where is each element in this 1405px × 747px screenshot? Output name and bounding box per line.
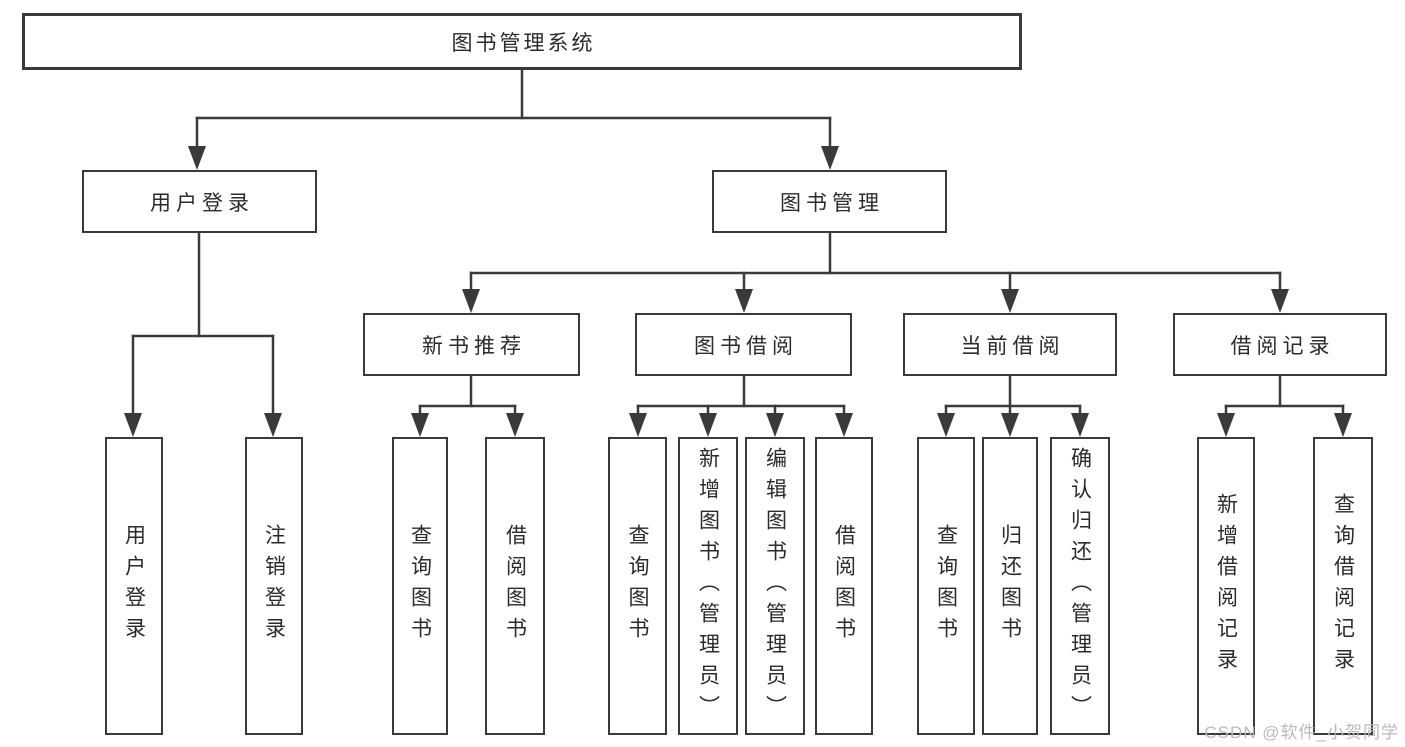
node-label: 注销登录 xyxy=(262,524,286,648)
node-label: 查询图书 xyxy=(408,524,432,648)
node-label: 借阅图书 xyxy=(832,524,856,648)
leaf-add-borrow-record: 新增借阅记录 xyxy=(1197,437,1255,735)
leaf-return-books: 归还图书 xyxy=(982,437,1038,735)
node-label: 确认归还（管理员） xyxy=(1068,446,1092,726)
node-label: 查询图书 xyxy=(626,524,649,648)
leaf-borrow-books-borrowing: 借阅图书 xyxy=(815,437,873,735)
node-label: 归还图书 xyxy=(998,524,1022,648)
leaf-logout: 注销登录 xyxy=(245,437,303,735)
node-label: 用户登录 xyxy=(150,191,254,215)
leaf-query-borrow-record: 查询借阅记录 xyxy=(1313,437,1373,735)
node-label: 查询借阅记录 xyxy=(1331,493,1355,679)
leaf-query-books-current: 查询图书 xyxy=(917,437,975,735)
node-label: 新书推荐 xyxy=(422,334,526,358)
node-label: 查询图书 xyxy=(934,524,958,648)
leaf-edit-book-admin: 编辑图书（管理员） xyxy=(745,437,805,735)
arrowheads xyxy=(124,146,1352,437)
node-label: 借阅图书 xyxy=(503,524,527,648)
node-label: 图书管理 xyxy=(780,191,884,215)
leaf-query-books-recommend: 查询图书 xyxy=(392,437,448,735)
node-label: 用户登录 xyxy=(122,524,146,648)
node-label: 当前借阅 xyxy=(960,334,1065,358)
node-label: 图书管理系统 xyxy=(451,31,596,55)
leaf-borrow-books-recommend: 借阅图书 xyxy=(485,437,545,735)
node-borrowing-records: 借阅记录 xyxy=(1173,313,1387,376)
csdn-watermark: CSDN @软件_小贺同学 xyxy=(1204,723,1399,742)
node-label: 借阅记录 xyxy=(1230,334,1335,358)
node-label: 新增图书（管理员） xyxy=(696,446,720,726)
node-current-borrowing: 当前借阅 xyxy=(903,313,1117,376)
node-library-management-system: 图书管理系统 xyxy=(22,13,1022,70)
node-label: 图书借阅 xyxy=(694,334,798,358)
leaf-add-book-admin: 新增图书（管理员） xyxy=(678,437,738,735)
node-book-borrowing: 图书借阅 xyxy=(635,313,852,376)
node-label: 编辑图书（管理员） xyxy=(763,446,787,726)
node-user-login: 用户登录 xyxy=(82,170,317,233)
node-book-management: 图书管理 xyxy=(712,170,947,233)
node-new-book-recommendation: 新书推荐 xyxy=(363,313,580,376)
leaf-query-books-borrowing: 查询图书 xyxy=(608,437,667,735)
leaf-user-login: 用户登录 xyxy=(105,437,163,735)
node-label: 新增借阅记录 xyxy=(1214,493,1238,679)
leaf-confirm-return-admin: 确认归还（管理员） xyxy=(1050,437,1110,735)
